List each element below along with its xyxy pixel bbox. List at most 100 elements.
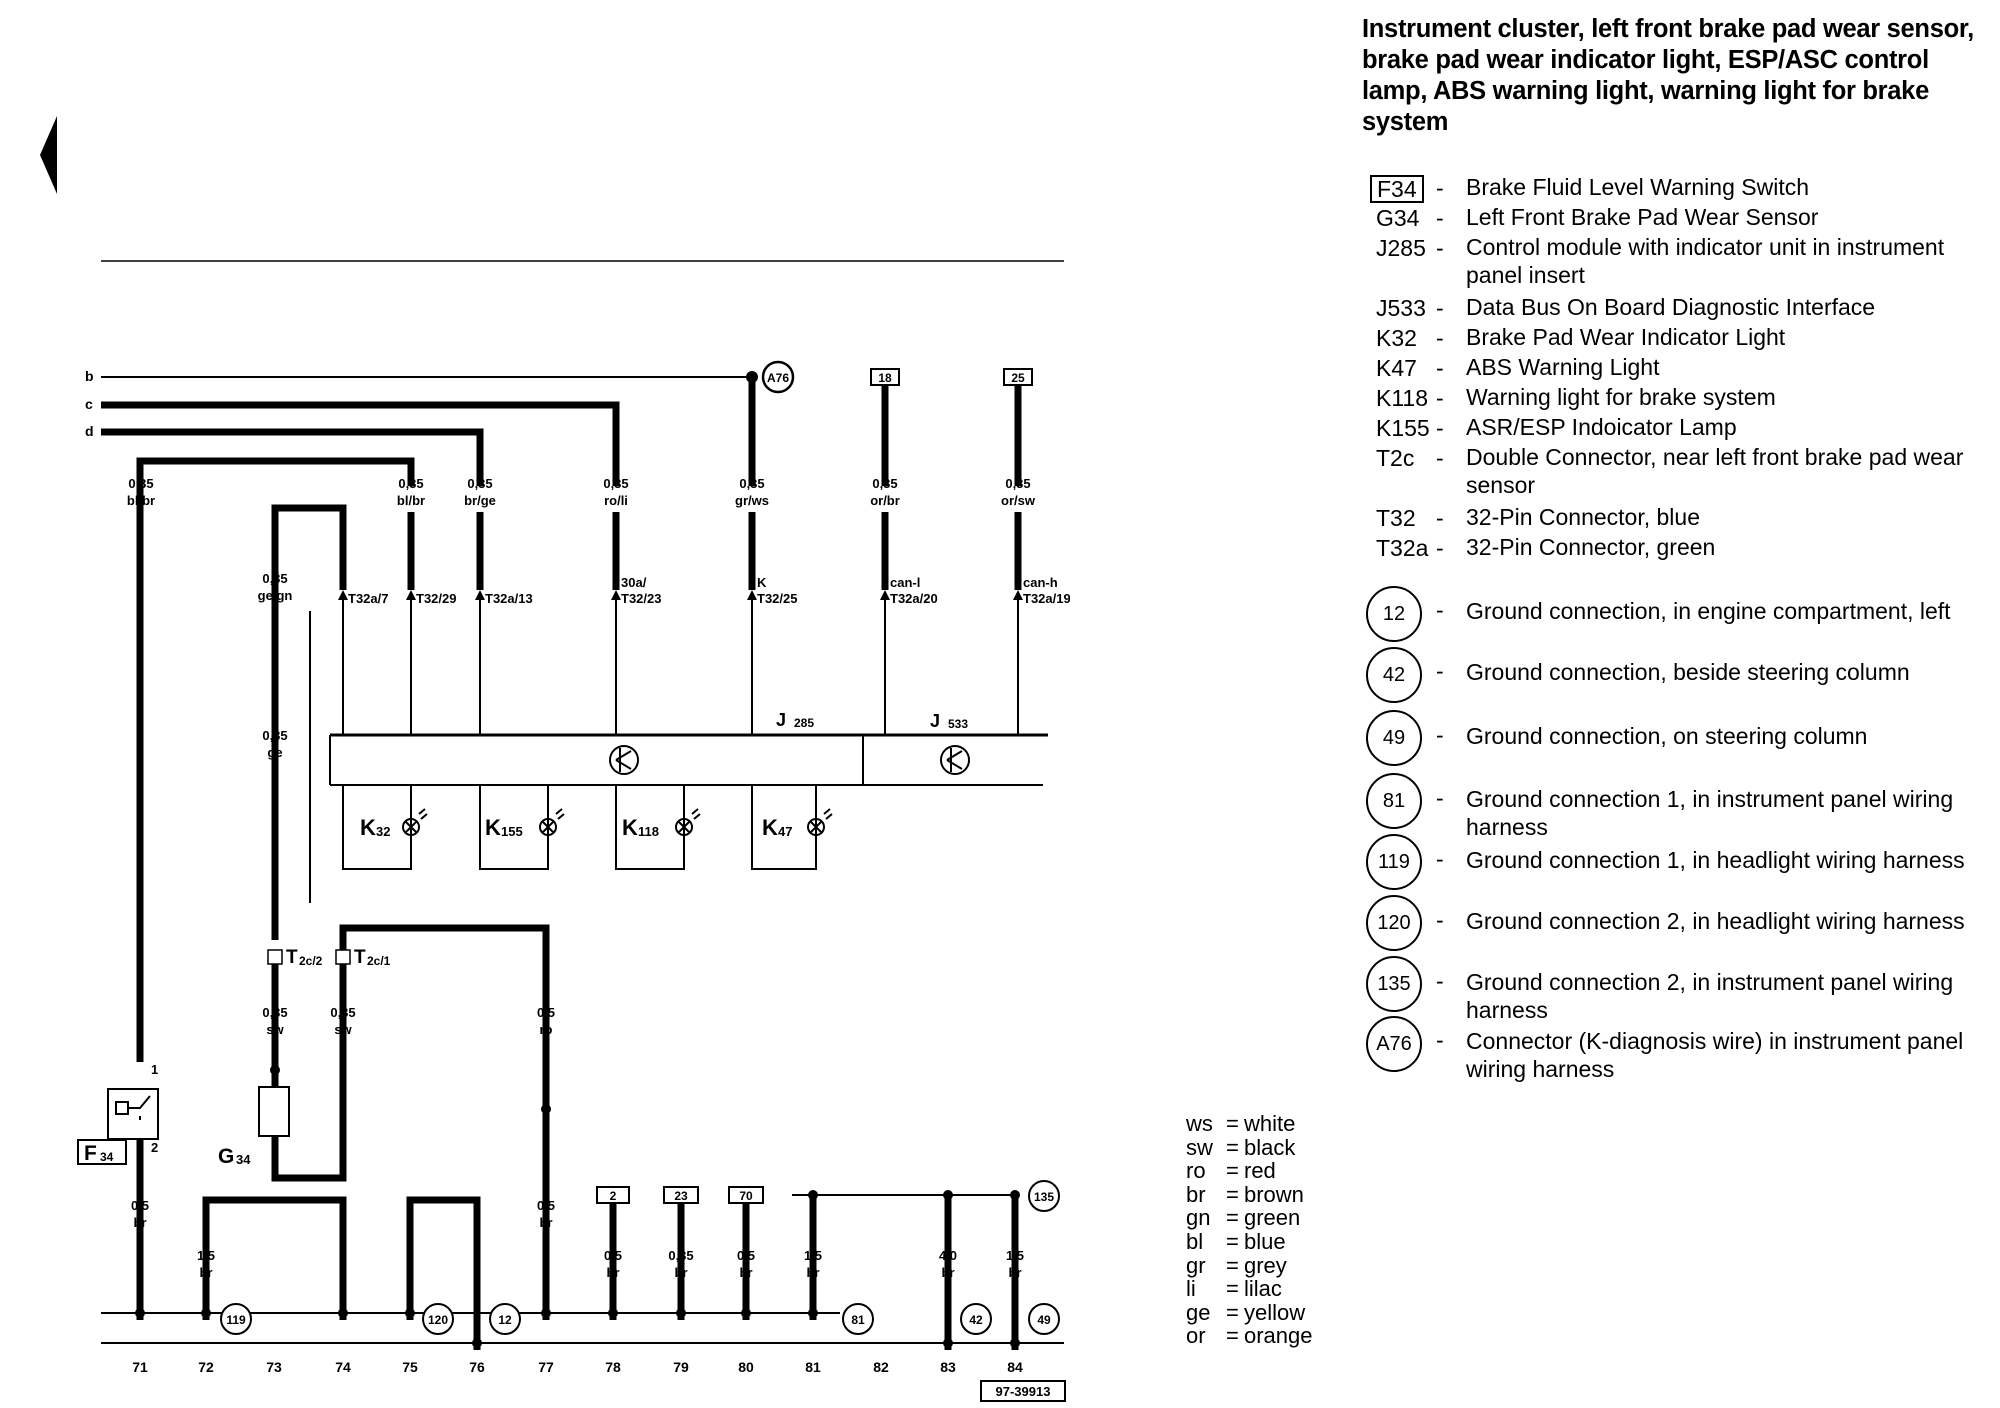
svg-text:sw: sw	[334, 1022, 352, 1037]
svg-text:2: 2	[151, 1140, 158, 1155]
indicator-lamps	[342, 785, 833, 870]
svg-text:0,35: 0,35	[739, 476, 764, 491]
svg-text:br: br	[607, 1265, 620, 1280]
legend-desc: Control module with indicator unit in in…	[1466, 234, 1945, 288]
svg-text:80: 80	[738, 1359, 754, 1375]
ground-dash: -	[1436, 658, 1444, 684]
svg-text:0,35: 0,35	[330, 1005, 355, 1020]
svg-text:br: br	[1009, 1265, 1022, 1280]
legend-code: J285	[1376, 235, 1426, 261]
ground-network	[101, 1194, 1064, 1350]
legend-code: K32	[1376, 325, 1417, 351]
legend-desc: Warning light for brake system	[1466, 384, 1776, 410]
svg-text:T32a/19: T32a/19	[1023, 591, 1070, 606]
bus-label-c: c	[85, 396, 93, 412]
svg-text:533: 533	[948, 717, 968, 731]
svg-text:34: 34	[100, 1150, 114, 1164]
svg-text:can-l: can-l	[890, 575, 920, 590]
color-abbr: gn	[1186, 1205, 1211, 1231]
ground-code: 119	[1366, 834, 1422, 890]
svg-text:82: 82	[873, 1359, 889, 1375]
svg-text:can-h: can-h	[1023, 575, 1058, 590]
color-row: li=lilac	[1186, 1276, 1282, 1302]
legend-code: T2c	[1376, 445, 1415, 471]
legend-code: K118	[1376, 385, 1429, 411]
legend-code: T32	[1376, 505, 1416, 531]
color-abbr: bl	[1186, 1228, 1204, 1254]
wire-f34-top	[136, 457, 415, 1062]
color-row: sw=black	[1186, 1134, 1296, 1160]
svg-text:76: 76	[469, 1359, 485, 1375]
ground-dash: -	[1436, 722, 1444, 748]
module-j533: J	[930, 711, 940, 731]
svg-text:0,5: 0,5	[131, 1198, 149, 1213]
lamp-k155-icon	[539, 808, 565, 836]
svg-text:285: 285	[794, 716, 814, 730]
ground-dash: -	[1436, 597, 1444, 623]
svg-text:4,0: 4,0	[939, 1248, 957, 1263]
ground-code: 81	[1366, 773, 1422, 829]
svg-text:2: 2	[610, 1189, 617, 1203]
color-name: grey	[1244, 1252, 1287, 1278]
back-arrow-icon[interactable]	[40, 116, 57, 194]
legend-dash: -	[1436, 175, 1444, 201]
svg-text:0,35: 0,35	[1005, 476, 1030, 491]
svg-text:0,35: 0,35	[262, 571, 287, 586]
ground-desc: Ground connection, in engine compartment…	[1466, 598, 1951, 624]
legend-dash: -	[1436, 205, 1444, 231]
ground-code: A76	[1366, 1016, 1422, 1072]
svg-text:or/sw: or/sw	[1001, 493, 1036, 508]
svg-text:70: 70	[739, 1189, 753, 1203]
svg-text:23: 23	[674, 1189, 688, 1203]
lower-wire-labels-2: 0,5 br 1,5 br 0,5 br 0,5 br 0,35 br 0,5 …	[131, 1198, 1024, 1280]
ground-code: 49	[1366, 710, 1422, 766]
module-j533-icon	[940, 745, 970, 775]
legend-dash: -	[1436, 535, 1444, 561]
svg-text:1,5: 1,5	[804, 1248, 822, 1263]
svg-text:78: 78	[605, 1359, 621, 1375]
svg-text:0,35: 0,35	[398, 476, 423, 491]
color-abbr: ws	[1186, 1111, 1213, 1136]
svg-text:18: 18	[878, 371, 892, 385]
svg-text:br: br	[807, 1265, 820, 1280]
svg-text:2c/1: 2c/1	[367, 954, 391, 968]
svg-text:br: br	[942, 1265, 955, 1280]
svg-text:br: br	[540, 1215, 553, 1230]
lamp-labels: K 32 K 155 K 118 K 47	[360, 815, 792, 840]
wire-color-key: ws=white sw=black ro=red br=brown gn=gre…	[1186, 1112, 1313, 1348]
svg-text:30a/: 30a/	[621, 575, 647, 590]
wiring-diagram: b c d A76 18 25 0,35 bl/br 0,35 bl/br 0,…	[40, 116, 1070, 1402]
ground-dash: -	[1436, 785, 1444, 811]
legend-desc: ABS Warning Light	[1466, 354, 1660, 380]
legend-dash: -	[1436, 385, 1444, 411]
svg-text:br: br	[134, 1215, 147, 1230]
svg-text:0,35: 0,35	[668, 1248, 693, 1263]
ground-desc: Connector (K-diagnosis wire) in instrume…	[1466, 1028, 1964, 1082]
color-name: white	[1244, 1111, 1296, 1136]
svg-text:bl/br: bl/br	[127, 493, 155, 508]
connector-a76-label: A76	[767, 371, 789, 385]
svg-text:K: K	[622, 815, 638, 840]
wire-t2c1-ro	[339, 924, 550, 1320]
bus-label-d: d	[85, 423, 94, 439]
t2c-connectors: T 2c/2 T 2c/1	[267, 947, 391, 968]
svg-text:0,5: 0,5	[737, 1248, 755, 1263]
color-abbr: li	[1186, 1276, 1196, 1302]
lamp-k118-icon	[675, 808, 701, 836]
svg-text:br: br	[200, 1265, 213, 1280]
color-name: red	[1244, 1158, 1276, 1184]
svg-text:34: 34	[236, 1152, 251, 1167]
switch-f34: F 34 1 2 G 34	[77, 1062, 251, 1168]
ground-code: 135	[1366, 956, 1422, 1012]
svg-text:79: 79	[673, 1359, 689, 1375]
ground-desc: Ground connection 1, in instrument panel…	[1466, 786, 1954, 840]
color-row: or=orange	[1186, 1323, 1313, 1349]
wires-to-module	[342, 512, 1022, 735]
svg-text:K: K	[360, 815, 376, 840]
color-row: ro=red	[1186, 1158, 1276, 1184]
ground-code: 12	[1366, 586, 1422, 642]
color-abbr: ge	[1186, 1299, 1211, 1325]
svg-text:1,5: 1,5	[197, 1248, 215, 1263]
svg-text:155: 155	[501, 824, 523, 839]
legend-code: K155	[1376, 415, 1430, 441]
